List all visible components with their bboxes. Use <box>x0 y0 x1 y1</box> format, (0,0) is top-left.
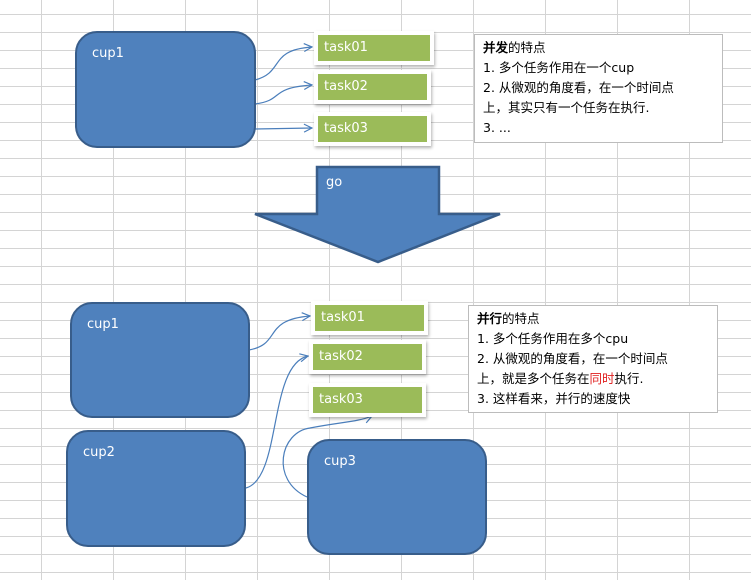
task-label: task01 <box>315 305 424 331</box>
note-line: 2. 从微观的角度看，在一个时间点 <box>477 351 668 366</box>
cpu-label: cup3 <box>324 454 356 469</box>
note-line3-post: 执行. <box>614 371 644 386</box>
go-arrow <box>254 165 501 264</box>
task-label: task01 <box>318 35 430 61</box>
note-line: 上，就是多个任务在同时执行. <box>477 369 709 389</box>
task-label: task02 <box>318 74 427 100</box>
parallel-task-02: task02 <box>309 340 426 374</box>
parallel-cpu1-box: cup1 <box>70 302 250 418</box>
parallel-cpu2-box: cup2 <box>66 430 246 547</box>
concurrency-task-02: task02 <box>314 70 431 104</box>
connector-cup2-task02 <box>245 356 308 489</box>
parallel-task-03: task03 <box>309 383 426 417</box>
connector-cup1-task03 <box>254 128 312 129</box>
task-label: task02 <box>313 344 422 370</box>
connector-cup1-task02 <box>254 85 312 105</box>
task-label: task03 <box>313 387 422 413</box>
note-line: 3. 这样看来，并行的速度快 <box>477 391 631 406</box>
go-label: go <box>326 175 343 190</box>
note-line: 上，其实只有一个任务在执行. <box>483 100 650 115</box>
task-label: task03 <box>318 116 427 142</box>
connector-cup1-task01 <box>254 47 312 81</box>
parallel-cpu3-box: cup3 <box>307 439 487 555</box>
parallel-task-01: task01 <box>311 301 428 335</box>
cpu-label: cup2 <box>83 445 115 460</box>
concurrency-task-01: task01 <box>314 31 434 65</box>
note-line: 1. 多个任务作用在一个cup <box>483 60 635 75</box>
note-title-bold: 并行 <box>477 311 503 326</box>
parallel-note: 并行的特点 1. 多个任务作用在多个cpu 2. 从微观的角度看，在一个时间点 … <box>468 305 718 413</box>
note-highlight: 同时 <box>589 371 615 386</box>
connector-cup3-task03 <box>282 416 372 498</box>
note-line: 1. 多个任务作用在多个cpu <box>477 331 629 346</box>
note-line: 2. 从微观的角度看，在一个时间点 <box>483 80 674 95</box>
connector-p-cup1-task01 <box>248 316 310 351</box>
note-title: 并发的特点 <box>483 38 714 58</box>
concurrency-note: 并发的特点 1. 多个任务作用在一个cup 2. 从微观的角度看，在一个时间点 … <box>474 34 723 143</box>
cpu-label: cup1 <box>87 317 119 332</box>
note-title-rest: 的特点 <box>508 40 546 55</box>
note-title-rest: 的特点 <box>502 311 540 326</box>
concurrency-cpu-box: cup1 <box>75 31 256 148</box>
note-title: 并行的特点 <box>477 309 709 329</box>
cpu-label: cup1 <box>92 46 124 61</box>
note-line3-pre: 上，就是多个任务在 <box>477 371 590 386</box>
concurrency-task-03: task03 <box>314 112 431 146</box>
note-line: 3. ... <box>483 120 511 135</box>
note-title-bold: 并发 <box>483 40 509 55</box>
